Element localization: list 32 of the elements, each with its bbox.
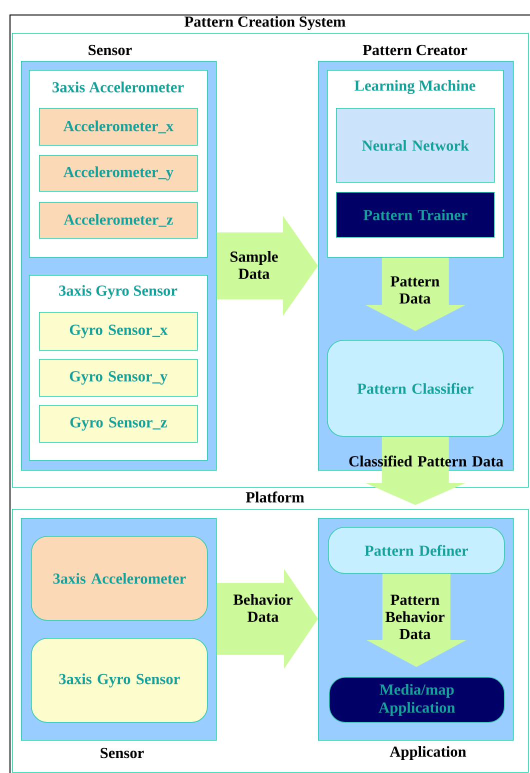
block-arrow [216, 568, 318, 669]
block-arrow [216, 216, 318, 316]
process-box: Pattern Definer [328, 527, 505, 574]
group-title: Pattern Creator [362, 44, 468, 56]
edge-label: Pattern Behavior Data [385, 594, 444, 640]
sensor-box: 3axis Gyro Sensor [31, 638, 208, 723]
sensor-box: Gyro Sensor_y [39, 359, 198, 397]
block-arrow [366, 574, 466, 667]
process-box: Neural Network [336, 108, 495, 183]
block-arrow [365, 436, 466, 505]
group-title: Pattern Creation System [184, 16, 346, 30]
process-box: Media/map Application [329, 677, 505, 723]
sensor-box: Accelerometer_z [39, 202, 198, 239]
group-title: Application [390, 746, 466, 760]
edge-label: Sample Data [230, 251, 278, 279]
edge-label: Pattern Data [390, 276, 440, 304]
group-title: 3axis Accelerometer [52, 82, 184, 92]
sensor-box: Gyro Sensor_x [39, 312, 198, 351]
process-box: Pattern Classifier [327, 340, 504, 437]
group-title: Platform [246, 492, 304, 502]
group-title: 3axis Gyro Sensor [59, 285, 178, 299]
process-box: Pattern Trainer [336, 192, 495, 238]
group-title: Sensor [100, 748, 144, 758]
group-title: Learning Machine [354, 80, 476, 94]
sensor-box: Accelerometer_y [39, 155, 198, 192]
edge-label: Classified Pattern Data [349, 456, 504, 466]
edge-label: Behavior Data [233, 594, 292, 622]
block-arrow [365, 258, 466, 331]
sensor-box: Gyro Sensor_z [39, 405, 198, 443]
sensor-box: Accelerometer_x [39, 108, 198, 146]
group-title: Sensor [88, 44, 132, 56]
sensor-box: 3axis Accelerometer [31, 536, 208, 621]
